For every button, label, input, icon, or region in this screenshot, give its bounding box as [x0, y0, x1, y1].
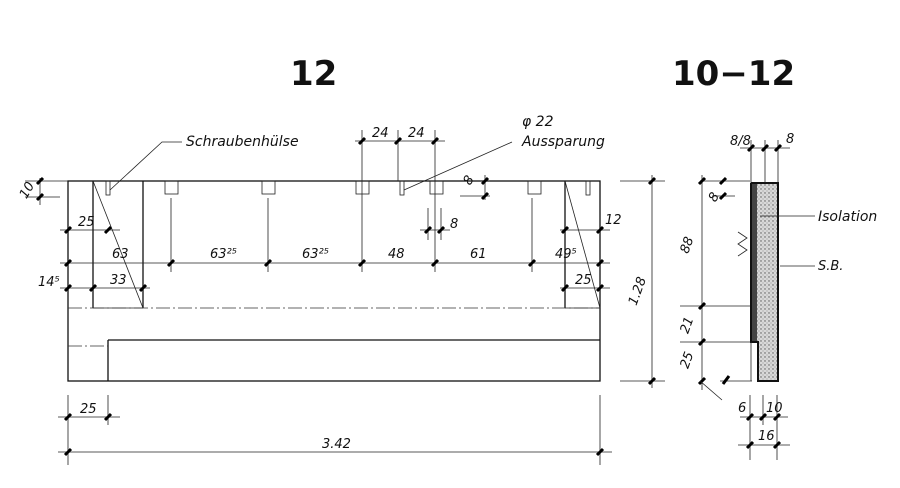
dimension-ticks	[35, 136, 605, 293]
dim-section-bottom-16: 16	[758, 429, 775, 444]
dim-total-length: 3.42	[322, 437, 351, 452]
section-view: 1.28 8 88 21 25	[620, 132, 877, 460]
dim-span-5: 61	[470, 247, 487, 262]
dim-section-bottom-6: 6	[738, 401, 746, 416]
recess-notches	[105, 180, 591, 196]
title-section-view: 10−12	[672, 54, 795, 94]
label-diameter: φ 22	[522, 114, 554, 130]
dim-section-bottom-10: 10	[766, 401, 783, 416]
dim-span-4: 48	[388, 247, 405, 262]
label-screw-sleeve: Schraubenhülse	[186, 134, 299, 150]
dim-section-mid: 21	[678, 315, 698, 336]
dim-section-upper: 88	[678, 235, 698, 256]
dim-span-3: 63²⁵	[302, 247, 329, 262]
dim-section-lower: 25	[678, 350, 698, 371]
dim-span-6: 49⁵	[555, 247, 577, 262]
dim-sleeve-gap: 8	[450, 217, 458, 232]
dim-span-1: 63	[112, 247, 129, 262]
dim-left-col-low: 33	[110, 273, 127, 288]
label-insulation: Isolation	[818, 209, 877, 225]
dim-right-col: 25	[575, 273, 592, 288]
dim-left-col: 25	[78, 215, 95, 230]
dim-section-top-notch: 8	[706, 190, 723, 205]
title-front-view: 12	[290, 54, 337, 94]
dim-section-top-88: 8/8	[730, 134, 751, 149]
dim-notch-depth: 8	[461, 173, 478, 188]
concrete-wall	[757, 183, 778, 380]
dim-notch-w2: 24	[408, 126, 425, 141]
dim-section-height: 1.28	[626, 275, 650, 307]
dim-left-low: 14⁵	[38, 275, 60, 290]
dim-top-offset: 10	[17, 180, 38, 202]
label-sb: S.B.	[818, 259, 843, 274]
dim-section-top-8: 8	[786, 132, 794, 147]
dim-right-edge: 12	[605, 213, 622, 228]
dim-bottom-left: 25	[80, 402, 97, 417]
dim-notch-w1: 24	[372, 126, 389, 141]
label-recess: Aussparung	[521, 134, 605, 150]
front-view: 10 24 24 8 8 12 25 63 63²⁵ 63²⁵ 48 61 49…	[17, 114, 622, 465]
dim-span-2: 63²⁵	[210, 247, 237, 262]
